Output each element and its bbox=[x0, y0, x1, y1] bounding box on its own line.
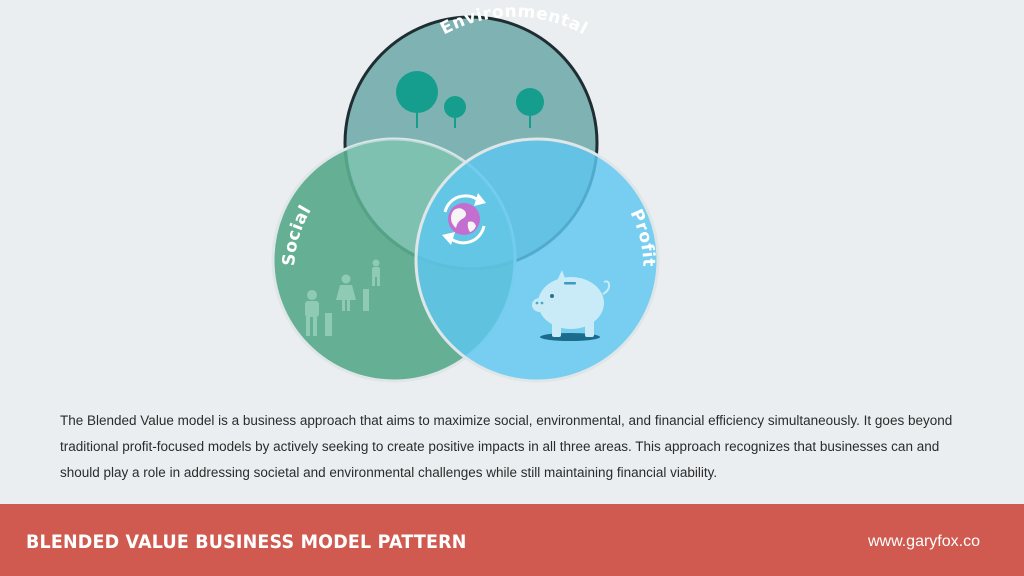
piggy-bank-icon bbox=[532, 270, 611, 341]
page-title: BLENDED VALUE BUSINESS MODEL PATTERN bbox=[26, 531, 467, 553]
footer-bar: BLENDED VALUE BUSINESS MODEL PATTERN www… bbox=[0, 504, 1024, 576]
profit-circle bbox=[414, 137, 660, 383]
people-icon bbox=[305, 259, 380, 336]
venn-diagram: Environmental Social Profit bbox=[271, 2, 660, 383]
trees-icon bbox=[396, 71, 544, 128]
globe-with-cycle-arrows-icon bbox=[442, 193, 486, 245]
website-link[interactable]: www.garyfox.co bbox=[867, 533, 980, 550]
description-text: The Blended Value model is a business ap… bbox=[60, 413, 953, 480]
